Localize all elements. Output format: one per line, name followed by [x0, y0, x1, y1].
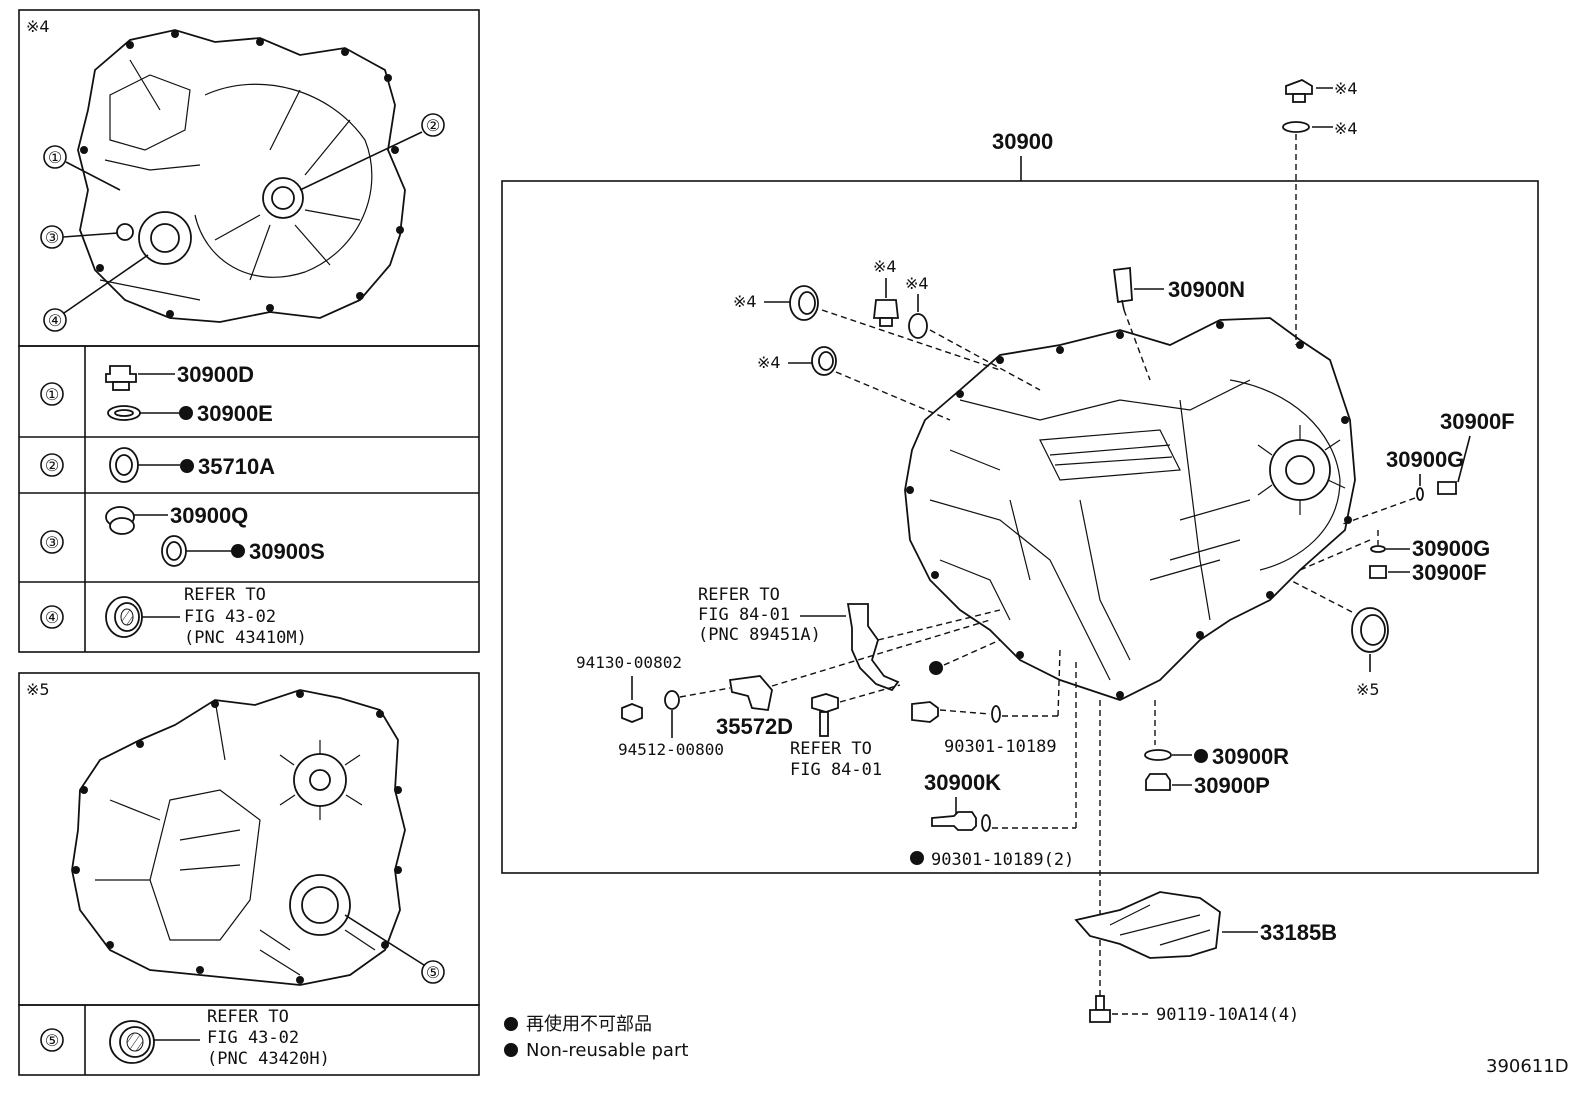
part-30900G-mid: 30900G: [1412, 536, 1490, 561]
refer-43410M-line3: (PNC 43410M): [184, 628, 307, 648]
sensor-group: REFER TO FIG 84-01 (PNC 89451A): [698, 585, 1001, 692]
part-30900F-top: 30900F: [1440, 409, 1515, 434]
svg-text:②: ②: [45, 456, 59, 475]
svg-text:※4: ※4: [733, 292, 757, 311]
bearing-5: ※5: [1289, 579, 1389, 699]
drain-plug-top: ※4: [1285, 79, 1358, 103]
table-row-4: ④ REFER TO FIG 43-02 (PNC 43410M): [40, 585, 307, 648]
part-94130-00802: 94130-00802: [576, 653, 682, 672]
seal-4b: ※4: [757, 346, 951, 421]
refer-84-01-line1: REFER TO: [790, 739, 872, 759]
part-90301-10189: 90301-10189: [944, 737, 1057, 757]
seal-4a: ※4: [733, 285, 1001, 371]
refer-43420H-line2: FIG 43-02: [207, 1028, 299, 1048]
part-30900D: 30900D: [177, 362, 254, 387]
svg-text:※4: ※4: [905, 274, 929, 293]
callout-3-top: ③: [40, 225, 119, 249]
part-94512-00800: 94512-00800: [618, 740, 724, 759]
bracket-35572D-group: 35572D 94130-00802 94512-00800: [576, 619, 991, 759]
svg-text:※4: ※4: [1334, 119, 1358, 138]
part-30900G-top: 30900G: [1386, 447, 1464, 472]
part-30900N-group: 30900N: [1112, 266, 1245, 381]
figure-id: 390611D: [1486, 1056, 1569, 1077]
part-33185B-group: 33185B: [1074, 891, 1337, 959]
part-30900K-group: 30900K 90301-10189(2): [910, 660, 1077, 870]
part-30900Q: 30900Q: [170, 503, 248, 528]
part-30900N: 30900N: [1168, 277, 1245, 302]
table-row-5: ⑤ REFER TO FIG 43-02 (PNC 43420H): [18, 1004, 480, 1076]
callout-5-bottom: ⑤: [344, 914, 445, 984]
washer-top: ※4: [1282, 119, 1358, 138]
svg-text:④: ④: [48, 311, 62, 330]
svg-text:※5: ※5: [1356, 680, 1380, 699]
assembly-label: 30900: [992, 129, 1053, 154]
refer-43420H-line1: REFER TO: [207, 1007, 289, 1027]
callout-2-top: ②: [299, 113, 445, 191]
part-30900F-mid: 30900F: [1412, 560, 1487, 585]
part-30900K: 30900K: [924, 770, 1001, 795]
svg-text:①: ①: [48, 148, 62, 167]
part-90301-group-a: 90301-10189: [911, 649, 1061, 757]
part-30900R: 30900R: [1212, 744, 1289, 769]
svg-text:⑤: ⑤: [45, 1031, 59, 1050]
svg-text:※4: ※4: [873, 257, 897, 276]
transmission-assembly-drawing: [904, 317, 1356, 701]
part-30900G-mid-group: 30900G 30900F: [1299, 530, 1490, 585]
bolt-refer-group: REFER TO FIG 84-01: [790, 684, 901, 780]
svg-text:①: ①: [45, 385, 59, 404]
transmission-case-front-drawing: [77, 29, 406, 323]
table-row-2: ② 35710A: [40, 447, 275, 483]
svg-text:※4: ※4: [757, 353, 781, 372]
svg-text:※4: ※4: [1334, 79, 1358, 98]
part-35572D: 35572D: [716, 714, 793, 739]
refer-43410M-line1: REFER TO: [184, 585, 266, 605]
parts-table: [18, 345, 480, 653]
refer-89451A-line1: REFER TO: [698, 585, 780, 605]
svg-text:⑤: ⑤: [426, 963, 440, 982]
part-90301-10189-2: 90301-10189(2): [931, 850, 1074, 870]
part-30900F-top-group: 30900F 30900G: [1339, 409, 1515, 526]
transmission-case-rear-drawing: [71, 689, 406, 986]
callout-1-top: ①: [43, 145, 121, 191]
part-90119-10A14: 90119-10A14(4): [1156, 1005, 1299, 1025]
svg-text:②: ②: [426, 116, 440, 135]
part-30900P: 30900P: [1194, 773, 1270, 798]
part-35710A: 35710A: [198, 454, 275, 479]
legend-en: Non-reusable part: [526, 1040, 688, 1061]
svg-text:③: ③: [45, 228, 59, 247]
svg-text:③: ③: [45, 533, 59, 552]
table-row-1: ① 30900D 30900E: [40, 362, 273, 426]
part-33185B: 33185B: [1260, 920, 1337, 945]
callout-4-top: ④: [43, 254, 149, 332]
inset-bottom-note: ※5: [26, 680, 50, 699]
non-reusable-marker-main: [929, 661, 943, 675]
legend: 再使用不可部品 Non-reusable part: [504, 1014, 688, 1061]
part-30900S: 30900S: [249, 539, 325, 564]
refer-89451A-line2: FIG 84-01: [698, 605, 790, 625]
inset-top-note: ※4: [26, 17, 50, 36]
refer-43420H-line3: (PNC 43420H): [207, 1049, 330, 1069]
refer-89451A-line3: (PNC 89451A): [698, 625, 821, 645]
assembly-frame: [501, 180, 1539, 874]
table-row-3: ③ 30900Q 30900S: [40, 503, 325, 567]
part-90119-group: 90119-10A14(4): [1089, 995, 1299, 1025]
refer-43410M-line2: FIG 43-02: [184, 607, 276, 627]
plug-4c: ※4 ※4: [872, 257, 1041, 391]
svg-text:④: ④: [45, 608, 59, 627]
part-30900E: 30900E: [197, 401, 273, 426]
part-30900R-P-group: 30900R 30900P: [1144, 700, 1289, 798]
legend-jp: 再使用不可部品: [526, 1014, 652, 1035]
refer-84-01-line2: FIG 84-01: [790, 760, 882, 780]
